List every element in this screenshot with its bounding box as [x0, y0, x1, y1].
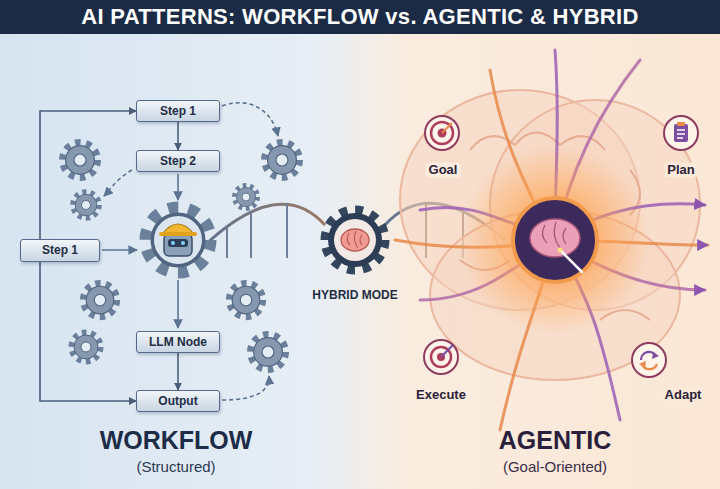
execute-icon: [441, 345, 453, 357]
robot-gear: [171, 241, 175, 245]
agent-brain: [513, 198, 597, 282]
box-text: Step 1: [42, 243, 78, 257]
flow-arrow: [104, 170, 132, 196]
execute-icon: [424, 340, 458, 374]
flow-arrow: [222, 376, 269, 400]
bridge: [205, 204, 325, 245]
step-label: Execute: [413, 388, 469, 403]
goal-icon: [442, 123, 452, 133]
goal-icon: [431, 122, 453, 144]
process-box: Step 1: [20, 239, 100, 262]
agent-tentacle: [395, 50, 708, 430]
hybrid-gear: [328, 213, 382, 267]
box-text: Step 1: [160, 104, 196, 118]
brain-outline: [400, 90, 700, 380]
robot-gear: [159, 232, 197, 236]
robot-gear: [153, 215, 203, 265]
box-text: Output: [158, 394, 197, 408]
gear-icon: [63, 143, 97, 177]
background: [0, 0, 720, 34]
flow-arrow: [102, 103, 278, 400]
step-label: Goal: [426, 163, 461, 178]
goal-icon: [425, 116, 459, 150]
gear-icon: [265, 143, 299, 177]
gear-icon: [72, 333, 100, 361]
agent-brain: [562, 252, 582, 272]
robot-gear: [168, 239, 188, 247]
execute-icon: [424, 340, 458, 374]
flow-arrow: [222, 103, 278, 136]
box-text: Step 2: [160, 154, 196, 168]
process-box: Step 2: [136, 150, 220, 172]
flow-arrow: [177, 280, 179, 328]
robot-gear: [147, 209, 209, 271]
plan-icon: [674, 124, 688, 142]
hybrid-label: HYBRID MODE: [309, 289, 400, 303]
adapt-icon: [652, 352, 659, 359]
bridge: [286, 204, 288, 258]
robot-gear: [181, 241, 185, 245]
section-heading: WORKFLOW: [97, 426, 256, 455]
plan-icon: [677, 122, 685, 126]
robot-gear: [164, 234, 192, 256]
agent-brain: [542, 222, 566, 248]
section-subheading: (Goal-Oriented): [500, 458, 610, 475]
plan-icon: [664, 116, 698, 150]
step-label: Plan: [664, 163, 697, 178]
plan-icon: [664, 116, 698, 150]
title-text: AI PATTERNS: WORKFLOW vs. AGENTIC & HYBR…: [81, 4, 638, 30]
flow-connector: [177, 353, 179, 390]
gear-icon: [73, 192, 98, 217]
process-box: LLM Node: [136, 331, 220, 353]
process-box: Step 1: [136, 100, 220, 122]
agent-brain: [460, 145, 650, 335]
robot-gear: [147, 209, 209, 271]
flow-arrow: [177, 174, 179, 200]
step-label: Adapt: [662, 388, 705, 403]
adapt-icon: [639, 361, 646, 368]
section-subheading: (Structured): [133, 458, 218, 475]
gear-icon: [84, 284, 116, 316]
agent-brain: [460, 145, 650, 335]
gear-icon: [230, 284, 262, 316]
plan-icon: [677, 129, 685, 131]
flow-arrow: [102, 249, 137, 251]
bridge: [226, 227, 228, 258]
box-text: LLM Node: [149, 335, 207, 349]
flow-connector: [40, 111, 136, 239]
adapt-icon: [632, 343, 666, 377]
gear-icon: [235, 186, 257, 208]
agent-brain: [530, 219, 580, 257]
title-banner: AI PATTERNS: WORKFLOW vs. AGENTIC & HYBR…: [0, 0, 720, 34]
flow-connector: [177, 122, 179, 150]
plan-icon: [677, 137, 683, 139]
hybrid-gear: [334, 219, 376, 261]
hybrid-gear: [325, 210, 385, 270]
section-heading: AGENTIC: [496, 426, 615, 455]
process-box: Output: [136, 390, 220, 412]
adapt-icon: [632, 343, 666, 377]
plan-icon: [677, 133, 685, 135]
goal-icon: [425, 116, 459, 150]
hybrid-gear: [347, 231, 362, 248]
agent-brain: [558, 248, 563, 253]
gear-icon: [251, 335, 285, 369]
hybrid-gear: [325, 210, 385, 270]
bridge: [250, 212, 252, 258]
flow-connector: [40, 262, 136, 401]
hybrid-gear: [341, 229, 369, 251]
